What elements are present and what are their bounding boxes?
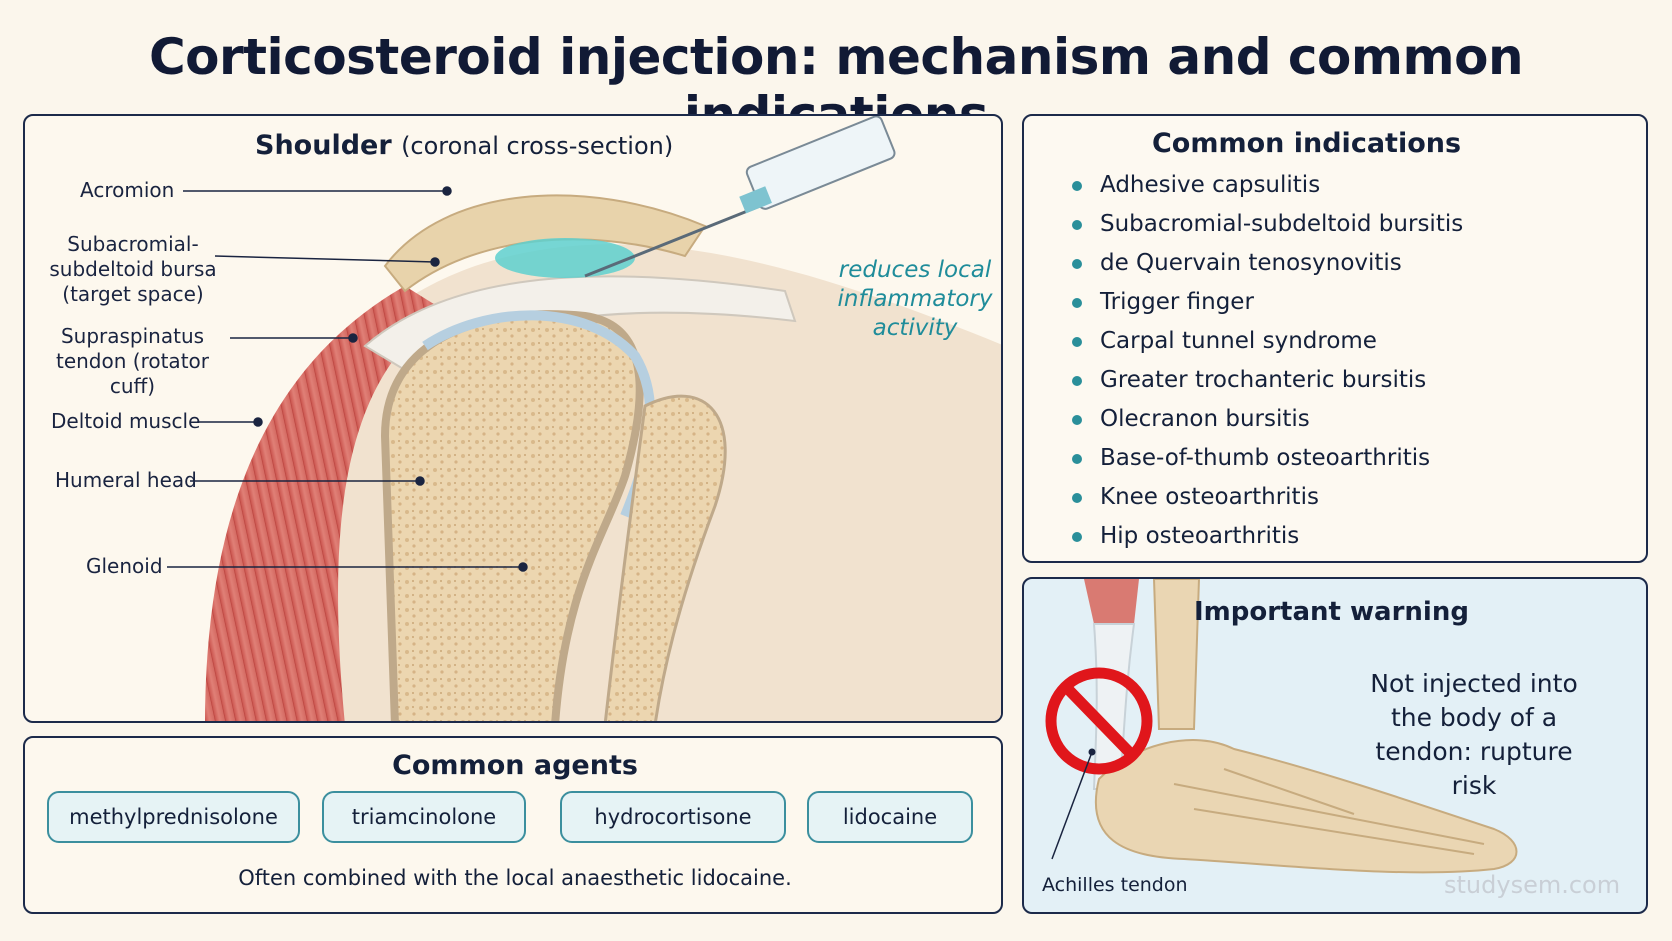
list-item-text: Carpal tunnel syndrome (1100, 328, 1377, 354)
list-item-text: Knee osteoarthritis (1100, 484, 1319, 510)
warning-text: Not injected into the body of a tendon: … (1364, 667, 1584, 803)
list-item-text: Base-of-thumb osteoarthritis (1100, 445, 1431, 471)
list-item-text: Olecranon bursitis (1100, 406, 1310, 432)
agent-chip-methylprednisolone: methylprednisolone (47, 791, 300, 843)
mechanism-note: reduces local inflammatory activity (815, 256, 1001, 343)
bullet-icon (1072, 376, 1082, 386)
label-humeral-head: Humeral head (55, 468, 197, 492)
list-item-text: Trigger finger (1100, 289, 1254, 315)
list-item: Trigger finger (1072, 283, 1463, 322)
foot-illustration (1045, 579, 1518, 874)
prohibition-icon (1045, 667, 1153, 775)
list-item: Carpal tunnel syndrome (1072, 322, 1463, 361)
shoulder-heading: Shoulder (coronal cross-section) (255, 130, 673, 161)
warning-heading: Important warning (1194, 597, 1469, 627)
agents-heading: Common agents (392, 750, 638, 781)
agents-panel: Common agents methylprednisolone triamci… (23, 736, 1003, 914)
list-item-text: Adhesive capsulitis (1100, 172, 1321, 198)
bullet-icon (1072, 220, 1082, 230)
bullet-icon (1072, 454, 1082, 464)
indications-panel: Common indications Adhesive capsulitis S… (1022, 114, 1648, 563)
bullet-icon (1072, 259, 1082, 269)
list-item: Knee osteoarthritis (1072, 478, 1463, 517)
label-bursa-line3: (target space) (62, 282, 204, 306)
bullet-icon (1072, 337, 1082, 347)
mechanism-note-line3: activity (872, 315, 958, 341)
list-item: Greater trochanteric bursitis (1072, 361, 1463, 400)
list-item-text: Hip osteoarthritis (1100, 523, 1300, 549)
label-bursa: Subacromial- subdeltoid bursa (target sp… (43, 232, 223, 307)
bursa-shape (495, 238, 635, 278)
list-item: Subacromial-subdeltoid bursitis (1072, 205, 1463, 244)
list-item: Adhesive capsulitis (1072, 166, 1463, 205)
agent-chip-triamcinolone: triamcinolone (322, 791, 526, 843)
acromion-bone (383, 194, 707, 293)
list-item: de Quervain tenosynovitis (1072, 244, 1463, 283)
list-item-text: Subacromial-subdeltoid bursitis (1100, 211, 1464, 237)
warning-text-line2: the body of a (1390, 703, 1558, 732)
label-glenoid: Glenoid (86, 554, 163, 578)
deltoid-muscle (205, 286, 445, 721)
warning-text-line1: Not injected into (1370, 669, 1578, 698)
shoulder-heading-sub: (coronal cross-section) (401, 132, 674, 160)
label-acromion: Acromion (80, 178, 175, 202)
label-bursa-line2: subdeltoid bursa (49, 257, 217, 281)
indications-list: Adhesive capsulitis Subacromial-subdelto… (1072, 166, 1463, 556)
bullet-icon (1072, 415, 1082, 425)
syringe-icon (584, 116, 896, 278)
list-item: Olecranon bursitis (1072, 400, 1463, 439)
label-supraspinatus-line2: tendon (rotator cuff) (55, 349, 209, 398)
agent-chip-lidocaine: lidocaine (807, 791, 973, 843)
bullet-icon (1072, 493, 1082, 503)
agents-note: Often combined with the local anaestheti… (238, 866, 792, 890)
watermark: studysem.com (1444, 871, 1621, 899)
shoulder-panel: Shoulder (coronal cross-section) Acromio… (23, 114, 1003, 723)
list-item-text: de Quervain tenosynovitis (1100, 250, 1402, 276)
indications-heading: Common indications (1151, 128, 1462, 159)
label-bursa-line1: Subacromial- (67, 232, 199, 256)
label-deltoid: Deltoid muscle (51, 409, 201, 433)
label-supraspinatus: Supraspinatus tendon (rotator cuff) (35, 324, 230, 399)
mechanism-note-line2: inflammatory (837, 286, 993, 312)
label-achilles: Achilles tendon (1042, 874, 1188, 896)
foot-bones (1094, 739, 1518, 874)
warning-text-line3: tendon: rupture risk (1375, 737, 1573, 800)
warning-panel: Important warning Not injected into the … (1022, 577, 1648, 914)
list-item: Base-of-thumb osteoarthritis (1072, 439, 1463, 478)
mechanism-note-line1: reduces local (838, 257, 992, 283)
glenoid-bone (603, 394, 727, 721)
bullet-icon (1072, 298, 1082, 308)
bullet-icon (1072, 181, 1082, 191)
bullet-icon (1072, 532, 1082, 542)
label-supraspinatus-line1: Supraspinatus (60, 324, 205, 348)
shoulder-heading-main: Shoulder (255, 130, 392, 161)
shoulder-illustration (167, 116, 1001, 721)
list-item: Hip osteoarthritis (1072, 517, 1463, 556)
agent-chip-hydrocortisone: hydrocortisone (560, 791, 786, 843)
list-item-text: Greater trochanteric bursitis (1100, 367, 1427, 393)
